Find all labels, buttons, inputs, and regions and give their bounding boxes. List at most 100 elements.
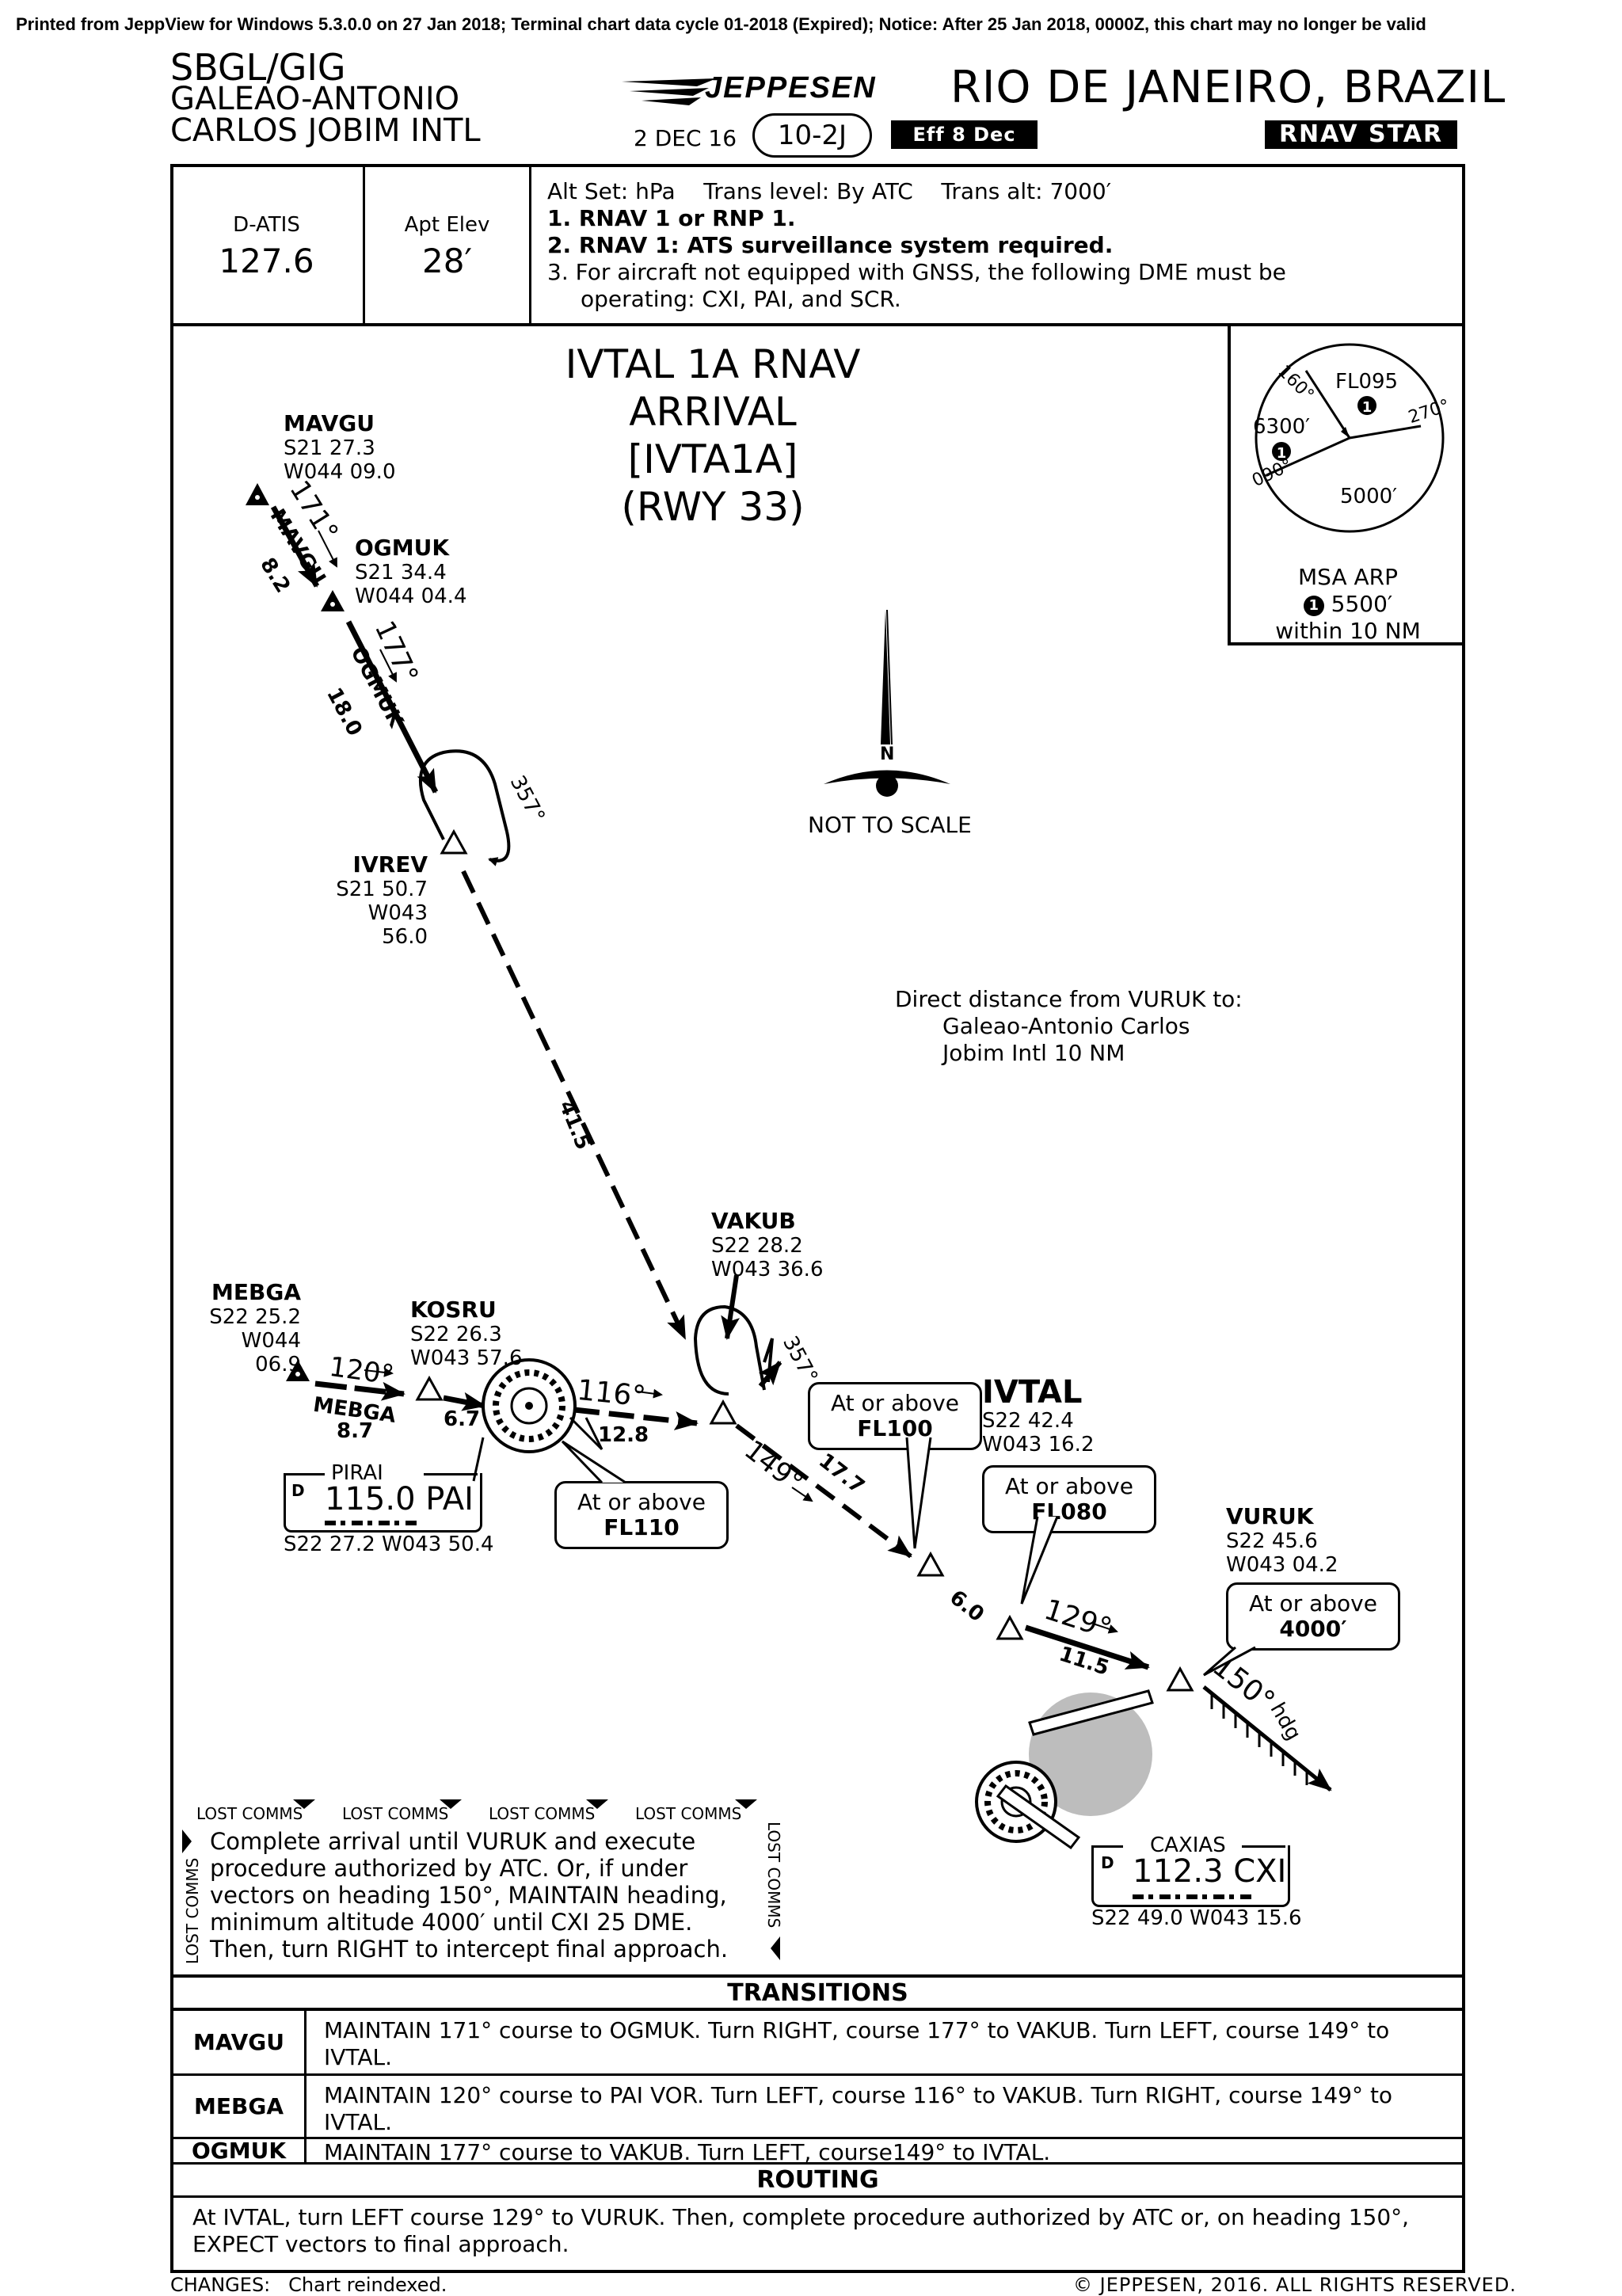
direct-line2: Galeao-Antonio Carlos xyxy=(942,1013,1190,1039)
note-2: 2. RNAV 1: ATS surveillance system requi… xyxy=(547,232,1114,258)
chart-date: 2 DEC 16 xyxy=(634,125,737,151)
constraint-fl080-prefix: At or above xyxy=(1005,1473,1133,1499)
wp-ivrev-lon: W043 56.0 xyxy=(367,901,428,949)
wp-mebga-lat: S22 25.2 xyxy=(209,1305,301,1329)
brand-name: JEPPESEN xyxy=(705,71,877,105)
changes-label: CHANGES: xyxy=(170,2274,271,2296)
leg-pai-vakub xyxy=(573,1407,699,1430)
note-1: 1. RNAV 1 or RNP 1. xyxy=(547,205,796,231)
lc-label-right: LOST COMMS xyxy=(764,1822,783,1928)
wp-vuruk-lon: W043 04.2 xyxy=(1226,1553,1338,1577)
wp-vakub-label: VAKUB S22 28.2 W043 36.6 xyxy=(711,1208,824,1281)
msa-bottom: 5000′ xyxy=(1340,485,1397,508)
constraint-4000-prefix: At or above xyxy=(1249,1590,1377,1616)
chart-frame xyxy=(170,164,1465,1978)
changes-text: Chart reindexed. xyxy=(288,2274,447,2296)
changes-note: CHANGES: Chart reindexed. xyxy=(170,2274,447,2296)
wp-ivtal-name: IVTAL xyxy=(982,1374,1083,1411)
leg-mavgu-ogmuk xyxy=(270,505,320,588)
wp-ivrev-lat: S21 50.7 xyxy=(336,878,428,901)
caxias-lat: S22 49.0 xyxy=(1091,1906,1183,1930)
note-3-cont: operating: CXI, PAI, and SCR. xyxy=(581,286,901,312)
airport-name-line2: CARLOS JOBIM INTL xyxy=(170,112,481,149)
copyright: © JEPPESEN, 2016. ALL RIGHTS RESERVED. xyxy=(1073,2274,1517,2296)
constraint-fl110-prefix: At or above xyxy=(577,1489,706,1515)
transition-row-ogmuk: OGMUK MAINTAIN 177° course to VAKUB. Tur… xyxy=(170,2138,1465,2165)
msa-left: 6300′ xyxy=(1253,415,1310,439)
wp-ivtal-icon xyxy=(996,1614,1024,1640)
note-3: 3. For aircraft not equipped with GNSS, … xyxy=(547,259,1286,285)
course-arrow-171 xyxy=(318,530,337,568)
hold-vakub xyxy=(693,1304,766,1395)
caxias-name: CAXIAS xyxy=(1150,1833,1226,1857)
transition-text-mebga: MAINTAIN 120° course to PAI VOR. Turn LE… xyxy=(324,2082,1393,2135)
pirai-morse xyxy=(325,1521,420,1525)
pai-vor-icon xyxy=(482,1358,577,1453)
wp-vuruk-name: VURUK xyxy=(1226,1503,1314,1529)
constraint-fl100-prefix: At or above xyxy=(831,1390,959,1416)
atis-label: D-ATIS xyxy=(233,213,300,237)
transition-text-mavgu: MAINTAIN 171° course to OGMUK. Turn RIGH… xyxy=(324,2017,1390,2070)
constraint-fl080: At or above FL080 xyxy=(982,1465,1156,1533)
msa-note-value: 5500′ xyxy=(1331,591,1393,617)
pirai-coords: S22 27.2 W043 50.4 xyxy=(284,1533,494,1556)
routing-heading: ROUTING xyxy=(170,2165,1465,2198)
wp-ivtal-lat: S22 42.4 xyxy=(982,1409,1074,1433)
airport-name-line1: GALEAO-ANTONIO xyxy=(170,81,460,117)
hold-vakub-right xyxy=(763,1338,774,1383)
chart-index: 10-2J xyxy=(752,113,872,158)
msa-within: within 10 NM xyxy=(1275,618,1421,644)
lc-label-3: LOST COMMS xyxy=(489,1804,595,1823)
wp-mavgu-icon xyxy=(246,483,269,505)
pirai-freq: 115.0 PAI xyxy=(325,1481,474,1517)
lc-line2: procedure authorized by ATC. Or, if unde… xyxy=(210,1855,688,1882)
caxias-lon: W043 15.6 xyxy=(1190,1906,1302,1930)
wp-kosru-label: KOSRU S22 26.3 W043 57.6 xyxy=(410,1296,523,1370)
hold-vakub-arrow xyxy=(758,1361,782,1388)
leg-ivrev-vakub xyxy=(461,870,687,1340)
wp-vakub-name: VAKUB xyxy=(711,1208,796,1234)
wp-ogmuk-name: OGMUK xyxy=(355,535,450,561)
lc-line3: vectors on heading 150°, MAINTAIN headin… xyxy=(210,1882,727,1909)
caxias-box-top-left xyxy=(1091,1845,1123,1848)
pirai-lat: S22 27.2 xyxy=(284,1533,375,1556)
wp-ogmuk-icon xyxy=(321,590,345,611)
leg-mebga-kosru xyxy=(314,1380,406,1401)
north-arrow-icon xyxy=(824,609,950,797)
direct-distance-note: Direct distance from VURUK to: Galeao-An… xyxy=(895,986,1243,1067)
effective-date: Eff 8 Dec xyxy=(891,120,1038,149)
wp-kosru-name: KOSRU xyxy=(410,1296,497,1323)
lc-line1: Complete arrival until VURUK and execute xyxy=(210,1828,696,1855)
hold-ivrev xyxy=(418,749,508,840)
wp-ivrev-name: IVREV xyxy=(352,851,428,878)
icao-code: SBGL/GIG xyxy=(170,46,346,89)
lc-label-left: LOST COMMS xyxy=(183,1858,202,1964)
title-line2: [IVTA1A] xyxy=(627,436,798,482)
pirai-d: D xyxy=(291,1481,305,1500)
wp-mavgu-lat: S21 27.3 xyxy=(284,436,375,460)
not-to-scale: NOT TO SCALE xyxy=(808,812,972,838)
constraint-4000: At or above 4000′ xyxy=(1226,1582,1400,1651)
lost-comms-border xyxy=(182,1799,780,1960)
leg-vakub-fix xyxy=(735,1423,912,1559)
label-pai-dist: 12.8 xyxy=(598,1423,649,1447)
msa-label: MSA ARP xyxy=(1298,564,1398,590)
constraint-4000-value: 4000′ xyxy=(1279,1616,1347,1642)
direct-line1: Direct distance from VURUK to: xyxy=(895,986,1243,1012)
course-arrow-129 xyxy=(1092,1623,1118,1634)
msa-diagram-icon: 1 1 FL095 6300′ 5000′ 160° 270° 090° xyxy=(1249,343,1453,533)
wp-mebga-name: MEBGA xyxy=(211,1279,301,1305)
wp-vakub-lon: W043 36.6 xyxy=(711,1258,824,1281)
constraint-fl110: At or above FL110 xyxy=(554,1481,729,1549)
wp-kosru-lon: W043 57.6 xyxy=(410,1346,523,1370)
msa-note: 1 5500′ xyxy=(1231,591,1465,618)
airport-header: SBGL/GIG GALEAO-ANTONIO CARLOS JOBIM INT… xyxy=(170,46,481,149)
transition-name-ogmuk: OGMUK xyxy=(173,2138,307,2164)
transition-row-mavgu: MAVGU MAINTAIN 171° course to OGMUK. Tur… xyxy=(170,2011,1465,2076)
caxias-freq: 112.3 CXI xyxy=(1133,1853,1287,1890)
label-pai-crs: 116° xyxy=(576,1374,648,1414)
wp-ogmuk-lat: S21 34.4 xyxy=(355,561,447,584)
msa-marker-1: 1 xyxy=(1362,399,1373,416)
wp-kosru-icon xyxy=(415,1375,444,1401)
title-line3: (RWY 33) xyxy=(621,484,805,530)
